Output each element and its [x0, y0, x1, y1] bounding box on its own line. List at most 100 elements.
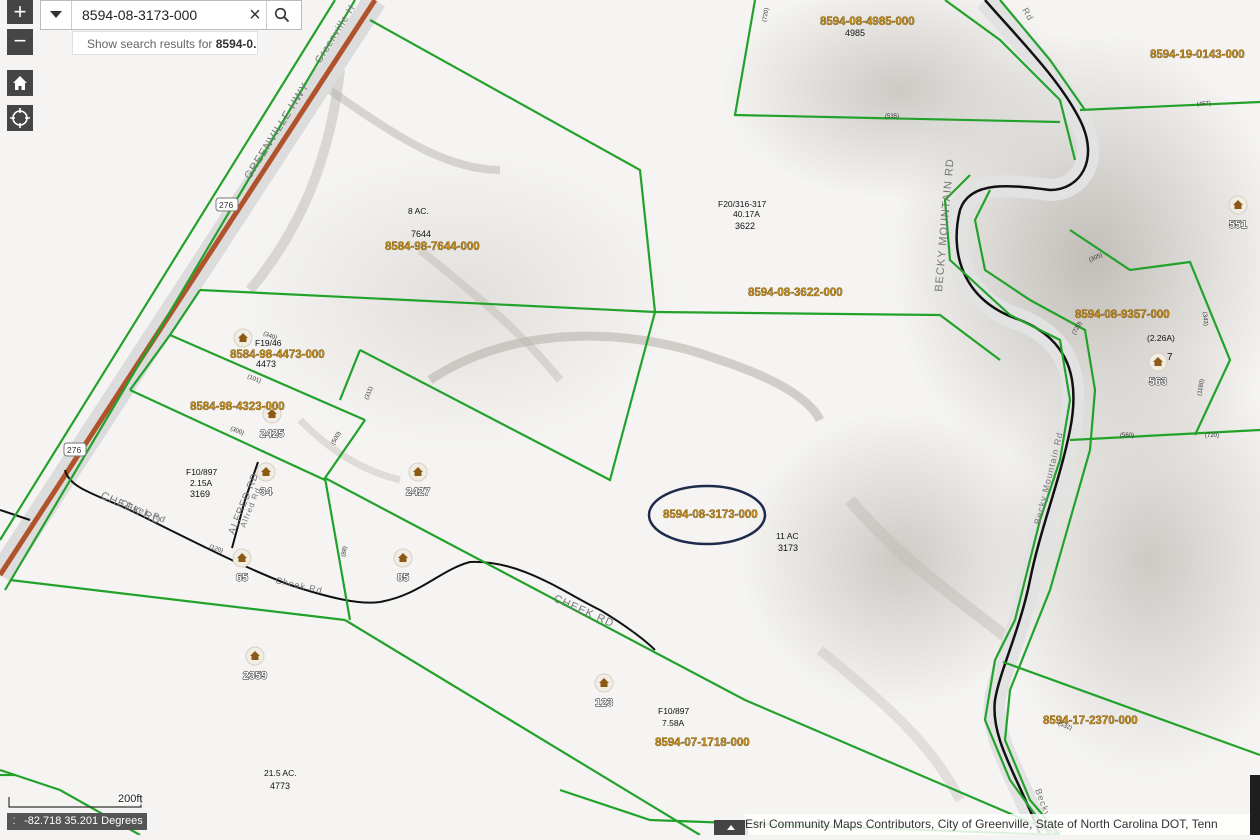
parcel-id-8584-98-4323: 8584-98-4323-000: [190, 401, 285, 413]
caret-up-icon: [727, 825, 735, 830]
parcel-number-label: 3622: [735, 221, 755, 231]
greenville-highway[interactable]: [0, 0, 386, 582]
coordinate-icon: ⁚: [12, 816, 16, 826]
home-button[interactable]: [7, 70, 33, 96]
parcel-id-8594-07-1718: 8594-07-1718-000: [655, 737, 750, 749]
house-number-label: 563: [1149, 376, 1167, 388]
zoom-out-button[interactable]: −: [7, 29, 33, 55]
acreage-label: 21.5 AC.: [264, 768, 297, 778]
dimension-label: (457): [1197, 101, 1211, 108]
parcel-id-8594-19-0143: 8594-19-0143-000: [1150, 49, 1245, 61]
caret-down-icon: [50, 11, 62, 18]
parcel-number-label: 4773: [270, 781, 290, 791]
house-number-label: 551: [1229, 219, 1247, 231]
house-number-label: 2427: [406, 486, 430, 498]
search-input[interactable]: [72, 6, 244, 24]
parcel-number-label: 7644: [411, 229, 431, 239]
search-icon: [274, 7, 290, 23]
parcel-id-8594-08-4985: 8594-08-4985-000: [820, 16, 915, 28]
dimension-label: (343): [1201, 312, 1208, 326]
attribution-toggle[interactable]: [714, 820, 748, 835]
svg-text:276: 276: [219, 200, 233, 210]
plus-icon: +: [13, 0, 27, 24]
close-icon: ×: [249, 3, 261, 26]
route-shield-276-lower: 276: [63, 442, 87, 457]
selected-parcel-highlight: [647, 484, 767, 546]
dimension-label: (88): [341, 546, 349, 558]
house-icon: [233, 328, 253, 348]
parcel-id-8584-98-4473: 8584-98-4473-000: [230, 349, 325, 361]
dimension-label: (101): [246, 374, 261, 384]
dimension-label: (560): [1120, 433, 1134, 439]
parcel-id-8594-17-2370: 8594-17-2370-000: [1043, 715, 1138, 727]
house-number-label: 2425: [260, 428, 284, 440]
house-number-label: 34: [260, 486, 273, 498]
dimension-label: (305): [1088, 252, 1103, 263]
parcel-id-8584-98-7644: 8584-98-7644-000: [385, 241, 480, 253]
parcel-number-label: 3173: [778, 543, 798, 553]
dimension-label: (535): [885, 114, 899, 120]
dimension-label: (720): [1205, 433, 1219, 439]
house-icon: [594, 673, 614, 693]
search-suggestion[interactable]: Show search results for 8594-0...: [72, 31, 258, 55]
acreage-label: 11 AC: [776, 531, 799, 541]
locate-button[interactable]: [7, 105, 33, 131]
deed-label: F19/46: [255, 338, 282, 348]
house-icon: [256, 462, 276, 482]
zoom-in-button[interactable]: +: [7, 0, 33, 24]
clear-search-button[interactable]: ×: [244, 4, 266, 27]
panel-edge: [1250, 775, 1260, 835]
suggestion-term: 8594-0...: [215, 37, 257, 51]
deed-label: F20/316-317: [718, 199, 766, 209]
svg-text:276: 276: [67, 445, 81, 455]
search-source-dropdown[interactable]: [41, 1, 72, 29]
house-icon: [1148, 352, 1168, 372]
house-icon: [393, 548, 413, 568]
crosshair-icon: [10, 108, 30, 128]
parcel-id-labels: 8584-98-7644-000 8594-08-4985-000 8594-1…: [190, 16, 1245, 749]
coordinate-readout[interactable]: ⁚ -82.718 35.201 Degrees: [7, 813, 147, 830]
parcel-id-8594-08-3173: 8594-08-3173-000: [663, 509, 758, 521]
suggestion-prefix: Show search results for: [87, 37, 216, 51]
parcel-info-labels: 8 AC. 7644 4985 F20/316-317 40.17A 3622 …: [186, 28, 1175, 791]
acreage-label: 2.15A: [190, 478, 213, 488]
acreage-label: (2.26A): [1147, 333, 1175, 343]
dimension-label: (120): [208, 544, 223, 554]
house-icon: [1228, 195, 1248, 215]
house-number-label: 85: [397, 572, 409, 584]
parcel-number-label: 4985: [845, 28, 865, 38]
dimension-label: (340): [262, 331, 277, 341]
dimension-label: (1180): [1197, 379, 1206, 397]
house-number-label: 65: [236, 572, 248, 584]
dimension-label: (300): [229, 426, 244, 436]
dimension-labels: (535) (457) (720) (305) (343) (340) (101) (311)…: [208, 8, 1219, 732]
home-icon: [13, 76, 27, 90]
house-number-label: 2359: [243, 670, 267, 682]
coordinate-value: -82.718 35.201 Degrees: [24, 815, 143, 827]
parcel-id-8594-08-3622: 8594-08-3622-000: [748, 287, 843, 299]
minus-icon: −: [13, 28, 27, 53]
attribution-text: Esri Community Maps Contributors, City o…: [745, 817, 1218, 831]
parcel-id-8594-08-9357: 8594-08-9357-000: [1075, 309, 1170, 321]
parcel-number-label: 3169: [190, 489, 210, 499]
scale-bar: 200ft: [8, 793, 143, 809]
acreage-label: 8 AC.: [408, 206, 429, 216]
dimension-label: (311): [364, 386, 374, 401]
deed-label: F10/897: [658, 706, 689, 716]
dimension-label: (532): [1057, 721, 1072, 731]
acreage-label: 40.17A: [733, 209, 760, 219]
parcel-number-label: 4473: [256, 359, 276, 369]
house-icon: [232, 548, 252, 568]
scale-label: 200ft: [118, 793, 143, 805]
deed-label: F10/897: [186, 467, 217, 477]
dimension-label: (720): [762, 8, 770, 23]
house-icon: [262, 404, 282, 424]
house-icon: [245, 646, 265, 666]
map-attribution: Esri Community Maps Contributors, City o…: [745, 814, 1260, 835]
house-icon: [408, 462, 428, 482]
search-button[interactable]: [266, 1, 297, 29]
